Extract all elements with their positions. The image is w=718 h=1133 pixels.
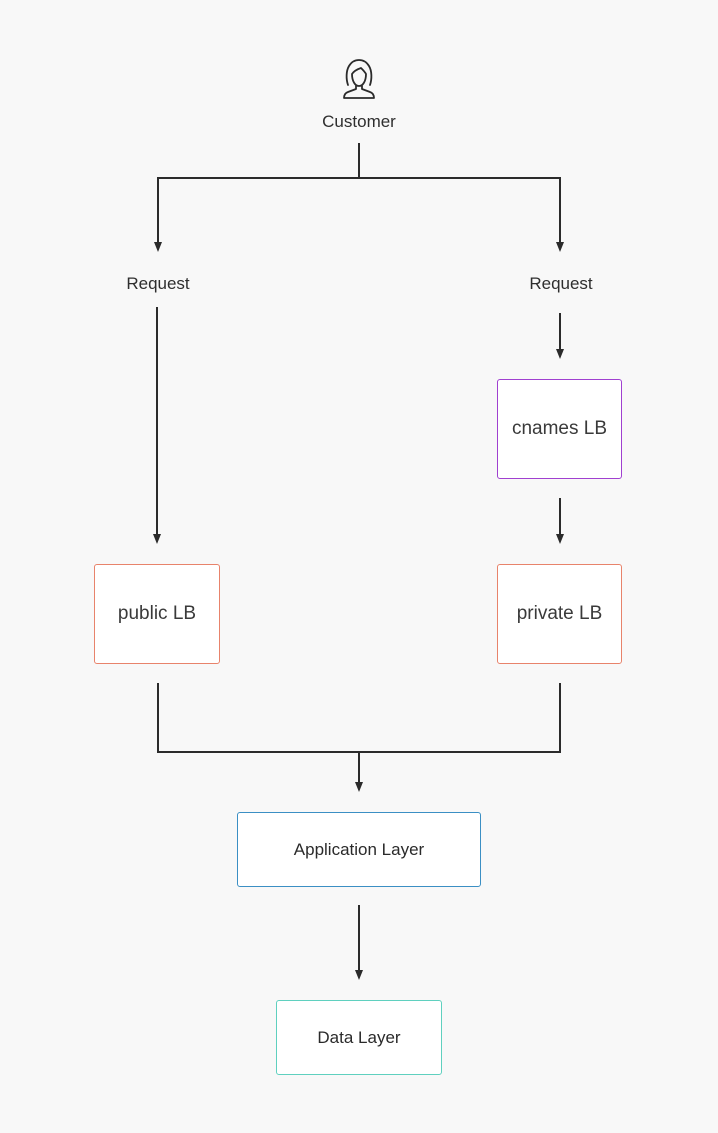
public-lb-label: public LB (117, 603, 197, 624)
customer-label: Customer (322, 112, 396, 131)
right-request-label: Request (529, 274, 593, 293)
cnames-lb-label: cnames LB (511, 418, 608, 439)
private-lb-label: private LB (516, 603, 603, 624)
private-lb-node: private LB (497, 564, 622, 664)
customer-split-line-right (359, 177, 564, 252)
public-lb-node: public LB (94, 564, 220, 664)
data-layer-node: Data Layer (276, 1000, 442, 1075)
merge-line (157, 683, 561, 753)
application-layer-node: Application Layer (237, 812, 481, 887)
customer-split-line (154, 143, 360, 252)
person-icon (343, 59, 375, 99)
left-request-label: Request (126, 274, 190, 293)
cnames-lb-node: cnames LB (497, 379, 622, 479)
data-layer-label: Data Layer (317, 1027, 401, 1047)
application-layer-label: Application Layer (293, 839, 425, 859)
